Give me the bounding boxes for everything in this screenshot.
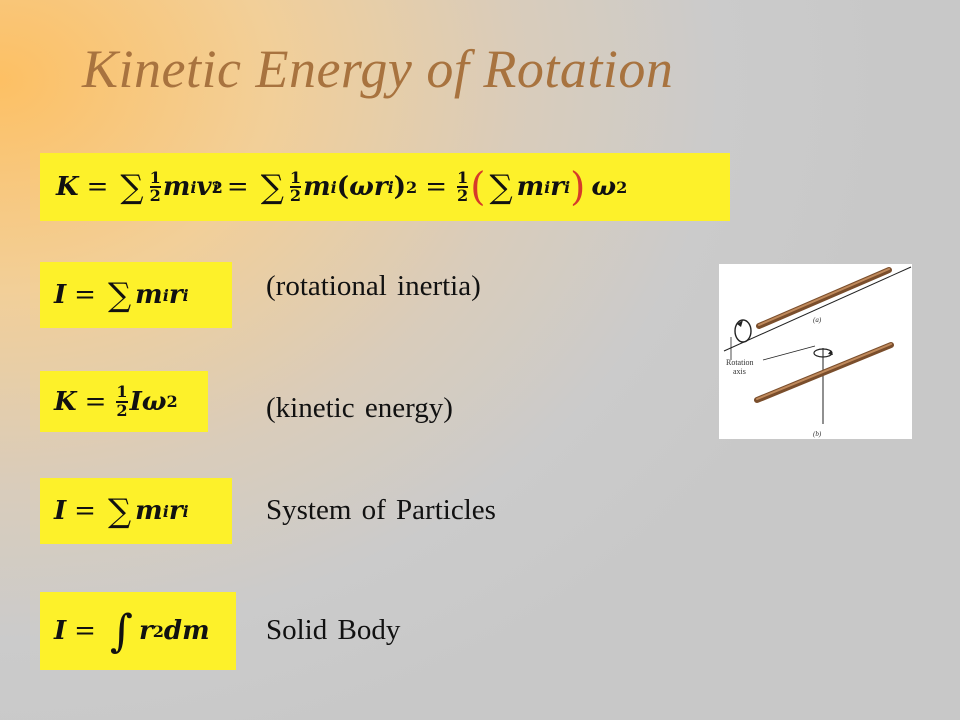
rotation-axis-label-2: axis <box>733 367 746 376</box>
figure-label-a: (a) <box>813 316 822 324</box>
solid-body-label: Solid Body <box>266 614 401 646</box>
rotational-inertia-label: (rotational inertia) <box>266 270 481 302</box>
slide-title: Kinetic Energy of Rotation <box>82 39 674 99</box>
system-of-particles-label: System of Particles <box>266 494 496 526</box>
rotation-axis-figure: (a) Rotation axis (b) <box>719 264 912 439</box>
axis-line-a <box>723 266 912 352</box>
figure-label-b: (b) <box>813 430 822 438</box>
rotation-arrow-a-icon <box>734 319 752 343</box>
rotation-axis-label-1: Rotation <box>726 358 754 367</box>
kinetic-energy-label: (kinetic energy) <box>266 392 453 424</box>
